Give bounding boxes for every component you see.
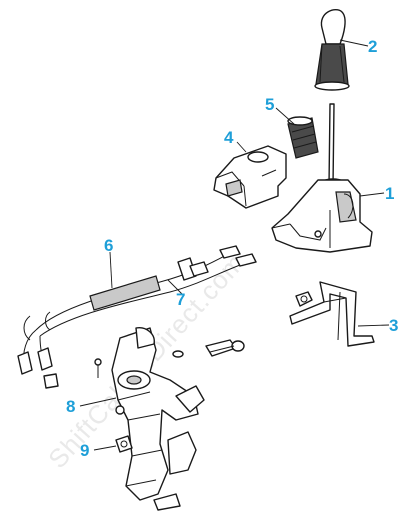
callout-7: 7 [176,290,185,309]
part-selector-mechanism [111,327,245,511]
callout-5: 5 [265,95,274,114]
callout-6: 6 [104,236,113,255]
small-hardware [94,350,184,415]
callout-1: 1 [385,184,394,203]
part-shift-bezel [213,145,287,209]
part-shift-cables [17,245,257,389]
part-shifter-assembly [271,103,373,253]
part-shift-boot [287,116,319,159]
callout-3: 3 [389,316,398,335]
callout-9: 9 [80,441,89,460]
part-mounting-bracket [289,281,375,347]
callout-2: 2 [368,37,377,56]
part-shift-knob [314,9,350,91]
callout-8: 8 [66,397,75,416]
part-fitting-clip [115,435,133,453]
callout-4: 4 [224,128,234,147]
leader-lines [79,39,390,451]
